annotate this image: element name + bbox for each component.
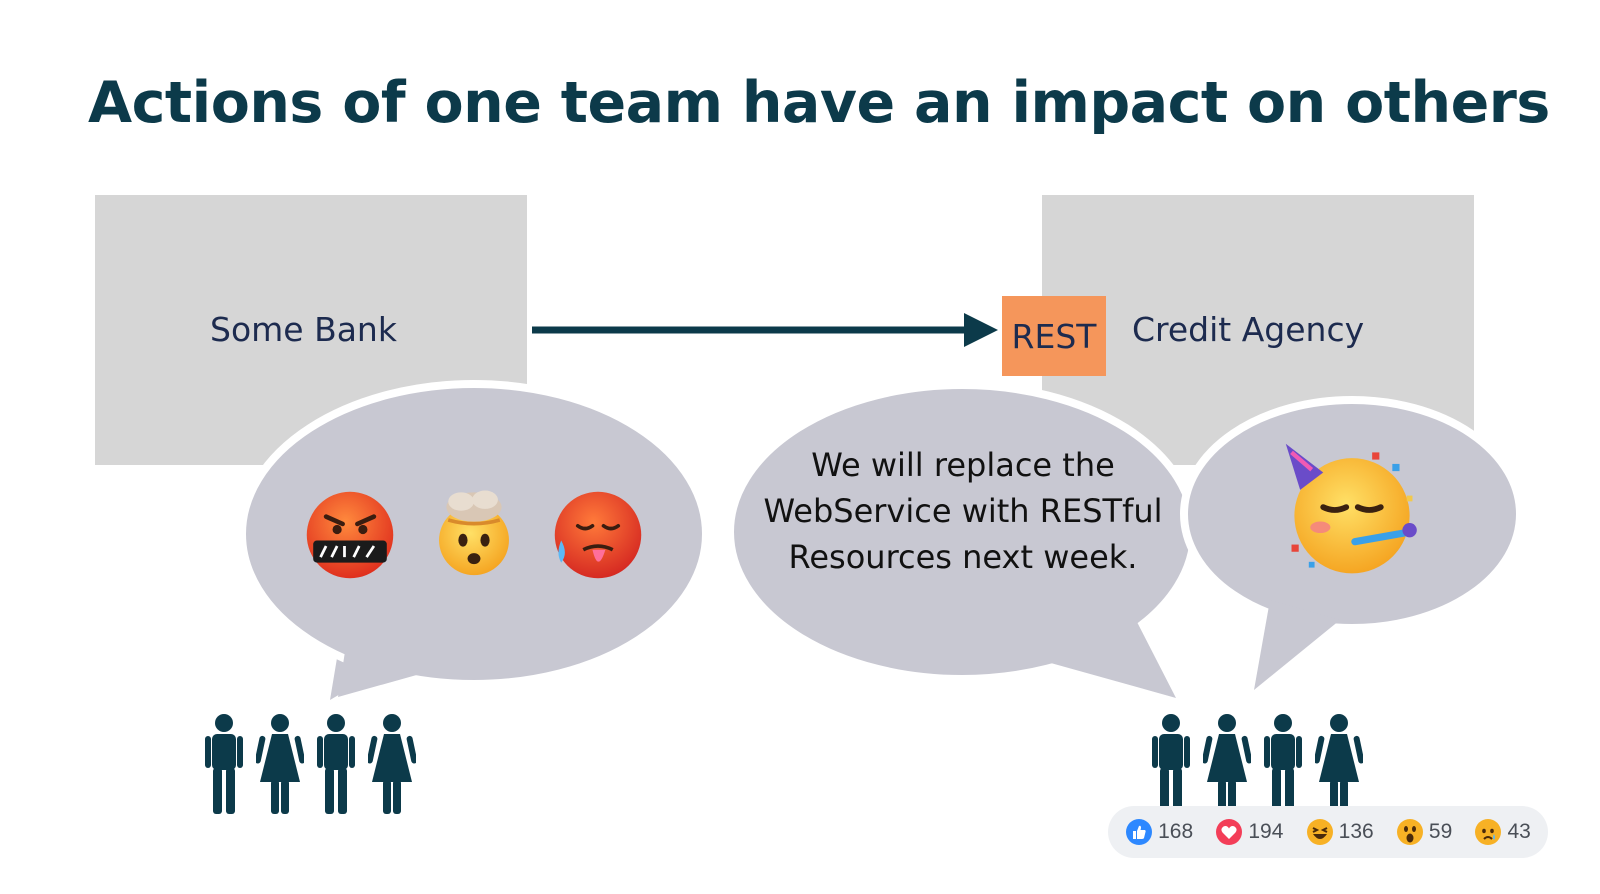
sad-count: 43 bbox=[1507, 820, 1531, 843]
face-with-symbols-on-mouth-icon bbox=[306, 491, 394, 579]
reaction-like[interactable]: 168 bbox=[1125, 818, 1193, 846]
announcement-text: We will replace the WebService with REST… bbox=[763, 446, 1163, 576]
some-bank-label: Some Bank bbox=[210, 310, 397, 349]
wow-icon bbox=[1396, 819, 1423, 845]
exploding-head-icon bbox=[439, 490, 509, 576]
some-bank-team bbox=[200, 712, 416, 816]
like-icon bbox=[1126, 819, 1153, 845]
reaction-wow[interactable]: 59 bbox=[1396, 818, 1452, 846]
man-icon bbox=[205, 714, 243, 814]
woman-icon bbox=[256, 714, 304, 814]
rest-interface-tag: REST bbox=[1002, 296, 1106, 376]
love-count: 194 bbox=[1248, 820, 1284, 843]
reaction-haha[interactable]: 136 bbox=[1306, 818, 1374, 846]
man-icon bbox=[1152, 714, 1190, 814]
love-icon bbox=[1216, 819, 1243, 845]
announcement-speech-bubble bbox=[726, 381, 1198, 698]
woman-icon bbox=[1203, 714, 1251, 814]
credit-agency-label: Credit Agency bbox=[1132, 310, 1365, 349]
slide-title: Actions of one team have an impact on ot… bbox=[88, 70, 1550, 136]
man-icon bbox=[317, 714, 355, 814]
man-icon bbox=[1264, 714, 1302, 814]
credit-agency-team bbox=[1147, 712, 1363, 816]
woman-icon bbox=[1315, 714, 1363, 814]
like-count: 168 bbox=[1158, 820, 1194, 843]
hot-face-icon bbox=[554, 491, 642, 579]
woman-icon bbox=[368, 714, 416, 814]
reaction-love[interactable]: 194 bbox=[1215, 818, 1283, 846]
reaction-bar: 168 194 136 59 bbox=[1108, 806, 1548, 858]
wow-count: 59 bbox=[1428, 820, 1453, 843]
reaction-sad[interactable]: 43 bbox=[1474, 818, 1531, 846]
integration-arrow bbox=[532, 313, 998, 347]
haha-icon bbox=[1306, 819, 1333, 845]
partying-face-icon bbox=[1285, 443, 1417, 574]
haha-count: 136 bbox=[1338, 820, 1374, 843]
sad-icon bbox=[1475, 819, 1502, 845]
